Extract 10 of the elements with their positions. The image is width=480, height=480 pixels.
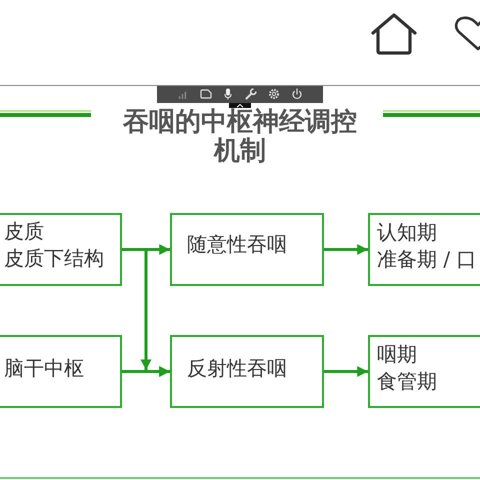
- process-box: 咽期 食管期: [368, 335, 480, 408]
- process-box: 脑干中枢: [0, 335, 122, 408]
- process-box: 认知期 准备期 / 口: [368, 213, 480, 286]
- title: 吞咽的中枢神经调控机制: [122, 108, 358, 166]
- process-box: 反射性吞咽: [170, 335, 324, 408]
- process-box: 皮质 皮质下结构: [0, 213, 122, 286]
- process-box: 随意性吞咽: [170, 213, 324, 286]
- arrow: [324, 244, 368, 255]
- arrow: [122, 366, 170, 377]
- arrow: [324, 366, 368, 377]
